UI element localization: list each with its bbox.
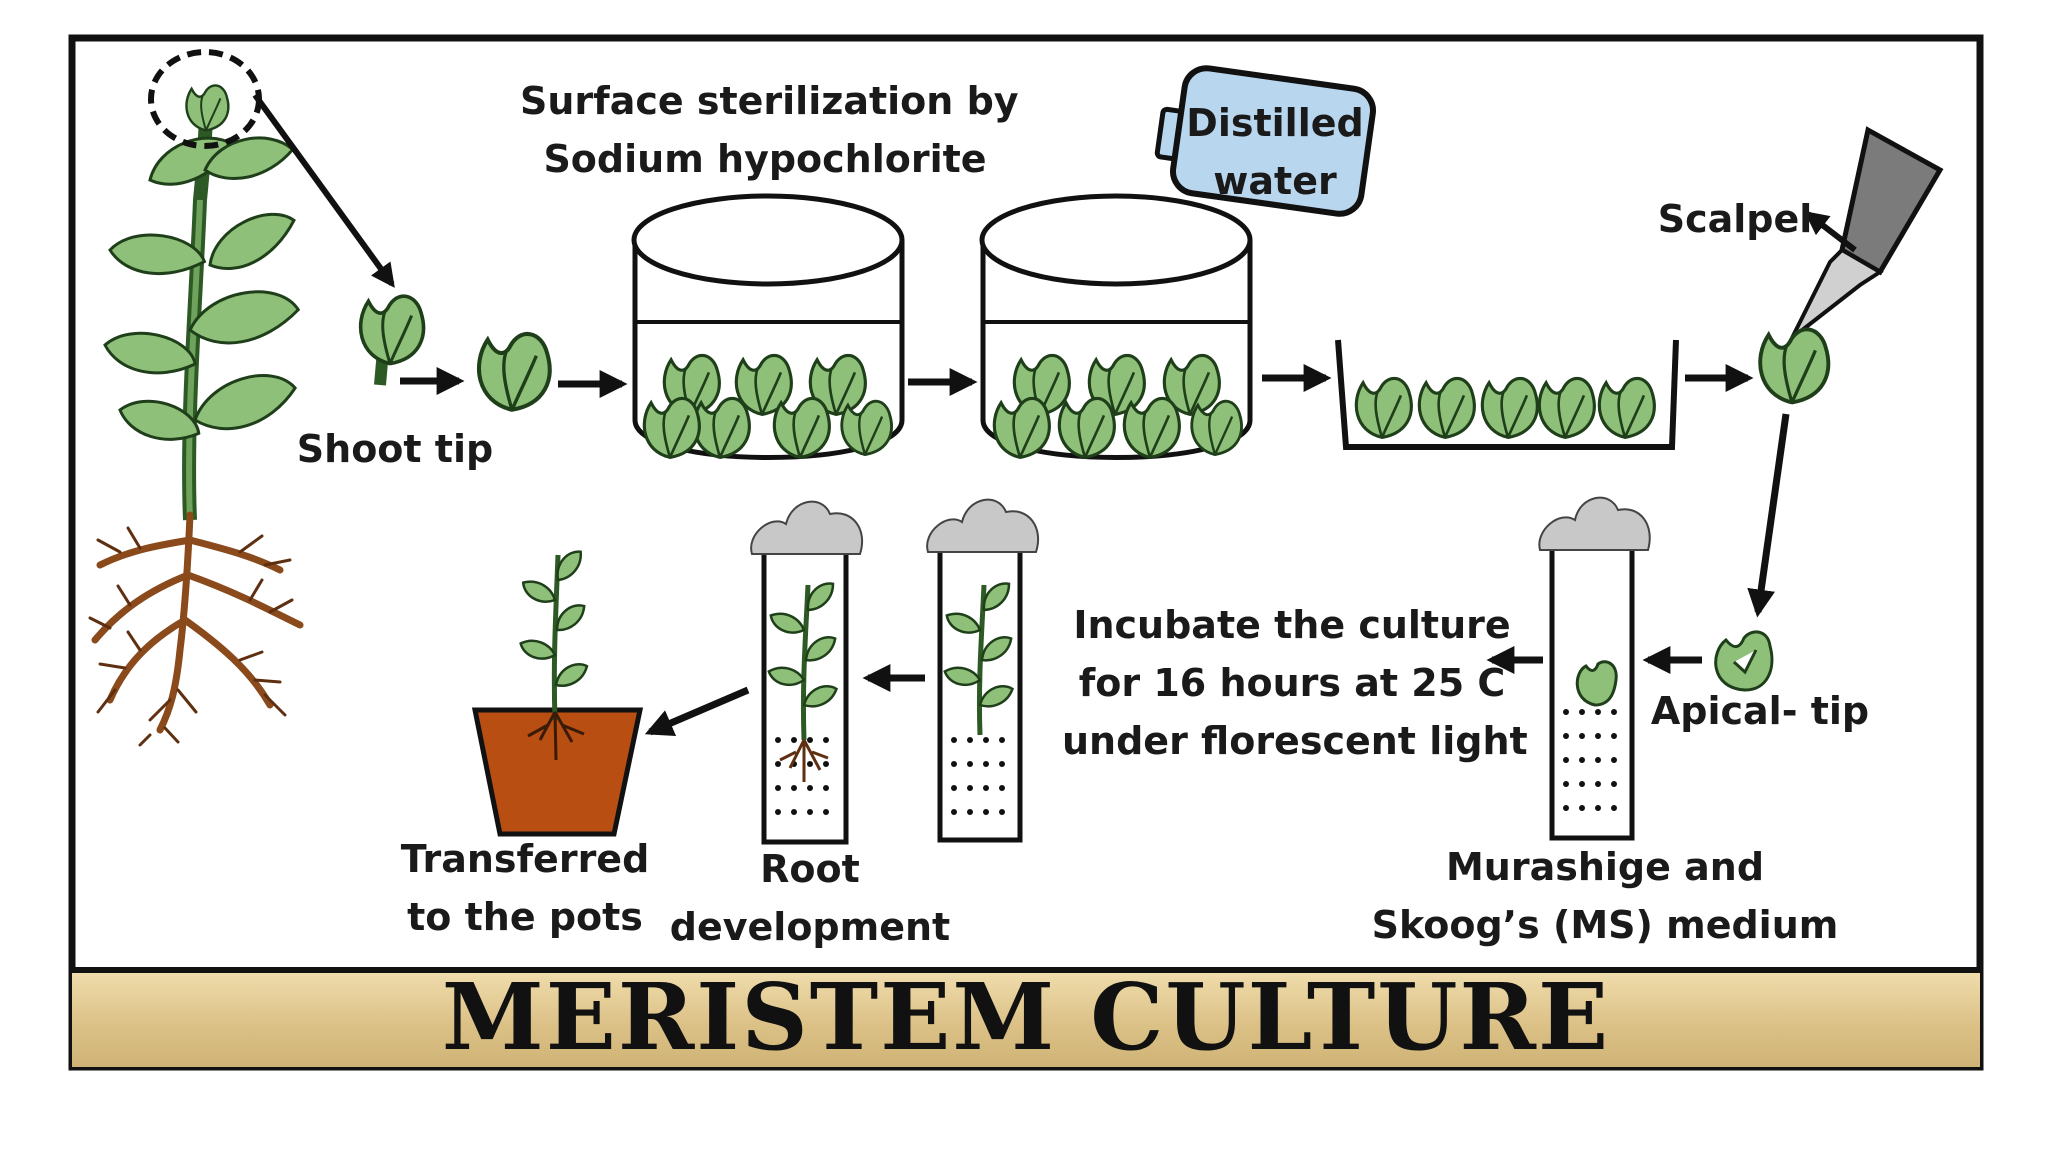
excised-shoot-tip [358, 294, 426, 386]
diagram-title: MERISTEM CULTURE [441, 963, 1611, 1071]
transferred-label-line-1: Transferred [400, 837, 650, 881]
apical-tip-label: Apical- tip [1650, 689, 1870, 733]
distilled-water-bottle [1154, 65, 1376, 217]
arrow-6 [1747, 413, 1790, 618]
transferred-label-line-2: to the pots [407, 895, 643, 939]
sterilization-label-line-1: Surface sterilization by [520, 79, 1019, 123]
sterilization-label-line-2: Sodium hypochlorite [543, 137, 987, 181]
ms-medium-tube [1538, 496, 1651, 841]
potted-plant [471, 545, 644, 837]
rinse-beaker [979, 193, 1253, 460]
root-development-tube [750, 500, 863, 845]
ms-medium-label: Murashige and Skoog’s (MS) medium [1360, 838, 1850, 954]
apical-explant [1758, 327, 1831, 405]
title-band [72, 967, 1980, 1067]
incubate-label-line-2: for 16 hours at 25 C [1078, 661, 1506, 705]
incubate-label: Incubate the culture for 16 hours at 25 … [1062, 596, 1528, 770]
trimmed-tip [479, 334, 550, 410]
incubation-tube [926, 498, 1039, 843]
shoot-tip-label: Shoot tip [296, 427, 494, 471]
ms-medium-label-line-2: Skoog’s (MS) medium [1371, 903, 1839, 947]
ms-medium-label-line-1: Murashige and [1445, 845, 1765, 889]
scalpel-pointer-arrow [1804, 211, 1857, 253]
root-development-label-line-1: Root [760, 847, 860, 891]
root-development-label-line-2: development [669, 905, 951, 949]
arrow-to-shoot-tip [252, 93, 395, 288]
incubate-label-line-3: under florescent light [1062, 719, 1528, 763]
sterilization-beaker [631, 193, 905, 460]
dissection-tray [1335, 339, 1679, 450]
sterilization-label: Surface sterilization by Sodium hypochlo… [520, 72, 1019, 188]
incubate-label-line-1: Incubate the culture [1073, 603, 1511, 647]
scalpel-label: Scalpel [1657, 197, 1813, 241]
distilled-water-label: Distilled water [1180, 94, 1370, 210]
arrow-11 [644, 686, 750, 737]
mother-plant [88, 84, 304, 747]
apical-tip [1714, 630, 1774, 692]
distilled-water-label-line-1: Distilled [1186, 101, 1364, 145]
root-development-label: Root development [660, 840, 960, 956]
scalpel [1790, 126, 1944, 340]
distilled-water-label-line-2: water [1213, 159, 1337, 203]
transferred-label: Transferred to the pots [395, 830, 655, 946]
